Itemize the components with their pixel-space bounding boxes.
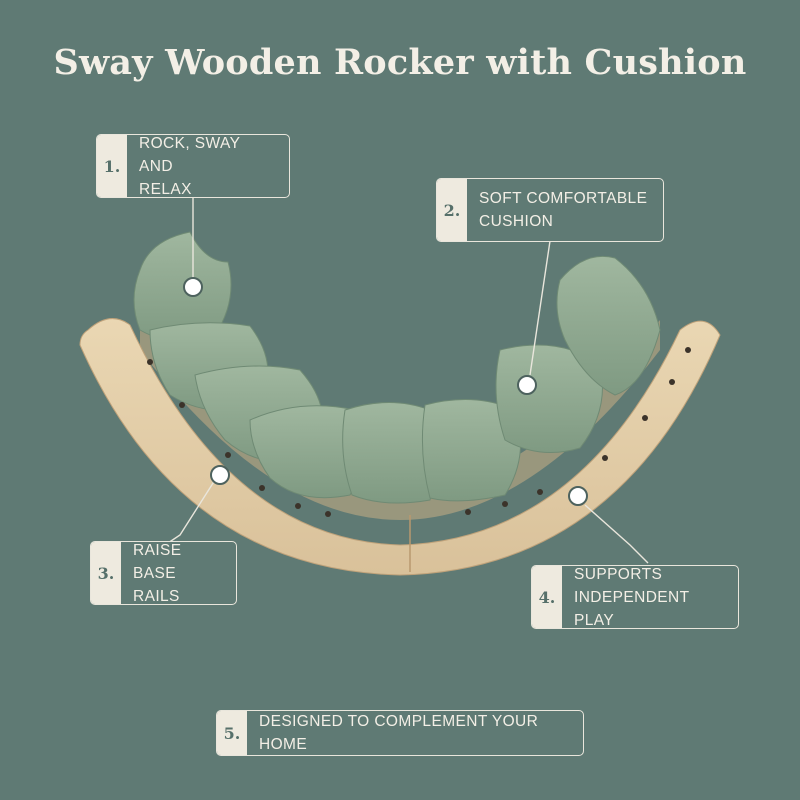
callout-5: 5. DESIGNED TO COMPLEMENT YOUR HOME xyxy=(216,710,584,756)
rocker-front-rail xyxy=(79,318,721,576)
callout-4: 4. SUPPORTS INDEPENDENT PLAY xyxy=(531,565,739,629)
callout-number: 4. xyxy=(532,566,562,628)
callout-2: 2. SOFT COMFORTABLE CUSHION xyxy=(436,178,664,242)
leader-4 xyxy=(584,504,649,564)
callout-number: 1. xyxy=(97,135,127,197)
marker-4[interactable] xyxy=(568,486,588,506)
cushion-seg-5 xyxy=(421,399,522,502)
page-title: Sway Wooden Rocker with Cushion xyxy=(53,42,747,83)
callout-number: 3. xyxy=(91,542,121,604)
callout-number: 2. xyxy=(437,179,467,241)
cushion-seg-6 xyxy=(495,344,603,453)
leader-2 xyxy=(529,240,551,376)
cushion-seg-4 xyxy=(342,402,438,504)
rail-holes xyxy=(147,347,691,517)
callout-label: SUPPORTS INDEPENDENT PLAY xyxy=(574,565,690,629)
callout-number: 5. xyxy=(217,711,247,755)
callout-label: ROCK, SWAY AND RELAX xyxy=(139,134,241,198)
callout-label: SOFT COMFORTABLE CUSHION xyxy=(479,190,648,230)
callout-1: 1. ROCK, SWAY AND RELAX xyxy=(96,134,290,198)
cushion-pillow-right xyxy=(556,255,661,396)
marker-1[interactable] xyxy=(183,277,203,297)
cushion-pillow-left xyxy=(133,231,232,342)
callout-label: RAISE BASE RAILS xyxy=(133,541,182,605)
marker-2[interactable] xyxy=(517,375,537,395)
callout-label: DESIGNED TO COMPLEMENT YOUR HOME xyxy=(259,713,539,753)
callout-3: 3. RAISE BASE RAILS xyxy=(90,541,237,605)
cushion xyxy=(133,231,661,504)
marker-3[interactable] xyxy=(210,465,230,485)
